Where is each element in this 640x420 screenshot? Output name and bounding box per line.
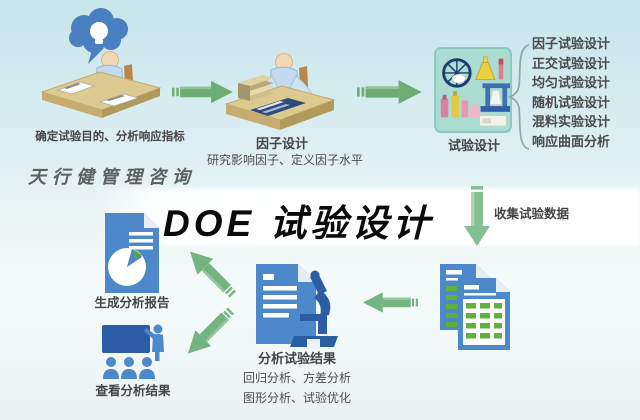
method-item: 混料实验设计 [532,114,611,129]
analyze-label: 分析试验结果 [257,351,336,366]
arrow-left-icon [363,292,418,313]
arrow-right-icon [357,80,422,104]
analyze-desc2: 图形分析、试验优化 [242,391,351,405]
arrow-up-left-icon [180,244,242,300]
review-label: 查看分析结果 [95,384,171,398]
method-item: 响应曲面分析 [532,133,611,149]
brand-name: 天行健管理咨询 [28,167,196,187]
lab-equipment-icon [440,56,510,127]
page-title: DOE 试验设计 [163,203,434,244]
arrow-right-icon [172,80,233,104]
method-item: 随机试验设计 [532,94,611,110]
title-highlight-band [92,188,640,246]
collect-label: 收集试验数据 [494,207,570,221]
data-sheets-icon [440,264,510,350]
method-item: 正交试验设计 [532,55,611,71]
factor-desk-icon [224,53,336,130]
method-item: 因子试验设计 [532,36,611,51]
method-item: 均匀试验设计 [532,75,611,90]
report-label: 生成分析报告 [94,296,170,310]
brace-connector [507,44,530,150]
analyze-desc1: 回归分析、方差分析 [242,371,351,385]
arrow-down-left-icon [178,304,240,360]
lab-equipment-box [434,47,512,133]
arrow-down-icon [464,186,490,246]
microscope-analysis-icon [256,264,338,348]
step3-label: 试验设计 [447,138,500,153]
step2-desc: 研究影响因子、定义因子水平 [206,153,363,167]
presentation-audience-icon [102,324,164,379]
design-methods-list: 因子试验设计 正交试验设计 均匀试验设计 随机试验设计 混料实验设计 响应曲面分… [532,34,610,151]
step1-label: 确定试验目的、分析响应指标 [35,131,185,143]
thinker-desk-icon [40,8,162,118]
step2-label: 因子设计 [255,136,308,151]
pie-report-icon [105,213,159,293]
